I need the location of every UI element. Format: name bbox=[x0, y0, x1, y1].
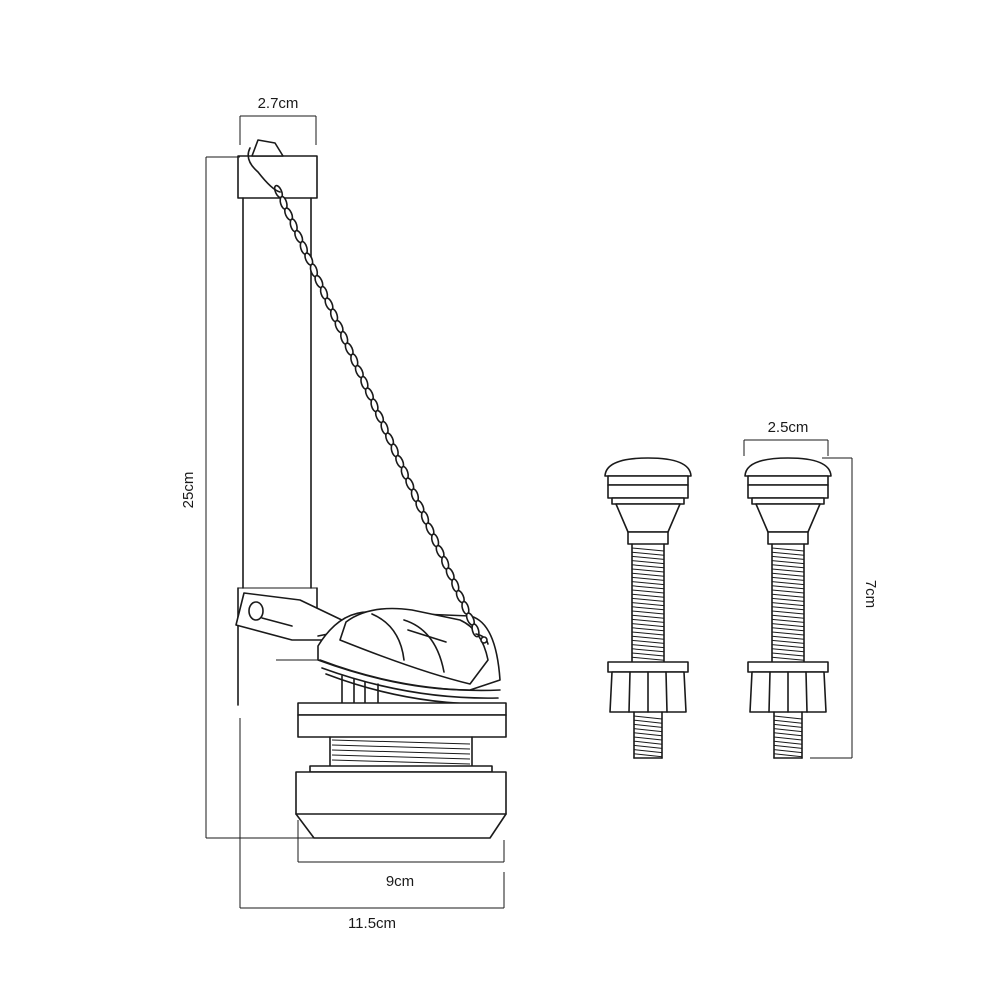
flapper bbox=[317, 607, 501, 705]
dim-flush-height bbox=[205, 156, 318, 839]
top-clip bbox=[251, 139, 284, 157]
flange bbox=[297, 714, 507, 738]
bolt-collar bbox=[767, 531, 809, 545]
flush-valve bbox=[235, 139, 507, 839]
dim-flush-top-width bbox=[239, 115, 317, 145]
bolt-collar bbox=[627, 531, 669, 545]
bolt-tail-thread bbox=[773, 711, 803, 759]
bolt-neck bbox=[755, 503, 821, 533]
bolt-nut-cap bbox=[607, 661, 689, 673]
label-bolt-length: 7cm bbox=[862, 580, 879, 608]
dim-base-width bbox=[297, 820, 505, 863]
bolt-left bbox=[604, 457, 692, 759]
label-flush-height: 25cm bbox=[180, 472, 197, 509]
bolt-nut-cap bbox=[747, 661, 829, 673]
bolt-neck bbox=[615, 503, 681, 533]
bolt-tail-thread bbox=[633, 711, 663, 759]
label-base-width: 9cm bbox=[386, 873, 414, 890]
label-bolt-head-width: 2.5cm bbox=[768, 419, 809, 436]
base-nut-ring bbox=[309, 765, 493, 773]
chain-hook bbox=[247, 147, 281, 193]
bolt-head bbox=[744, 457, 832, 477]
bolt-head-rim bbox=[611, 497, 685, 505]
chain bbox=[273, 184, 480, 638]
bolt-head-rim bbox=[751, 497, 825, 505]
bolt-head-base bbox=[607, 484, 689, 499]
hinge-pin bbox=[248, 601, 264, 621]
base-nut bbox=[295, 771, 507, 839]
bolt-head-band bbox=[747, 475, 829, 486]
bolt-right bbox=[744, 457, 832, 759]
label-flush-top-width: 2.7cm bbox=[258, 95, 299, 112]
bolt-head bbox=[604, 457, 692, 477]
flapper-legs bbox=[276, 659, 379, 704]
bolt-head-band bbox=[607, 475, 689, 486]
dim-bolt-length bbox=[810, 457, 853, 759]
threaded-shank bbox=[329, 736, 473, 767]
flange-washer bbox=[297, 702, 507, 716]
dim-overall-width bbox=[239, 718, 505, 909]
label-overall-width: 11.5cm bbox=[348, 915, 396, 932]
bolt-thread bbox=[771, 543, 805, 663]
bolt-head-base bbox=[747, 484, 829, 499]
bolt-thread bbox=[631, 543, 665, 663]
dim-bolt-head-width bbox=[743, 439, 829, 456]
